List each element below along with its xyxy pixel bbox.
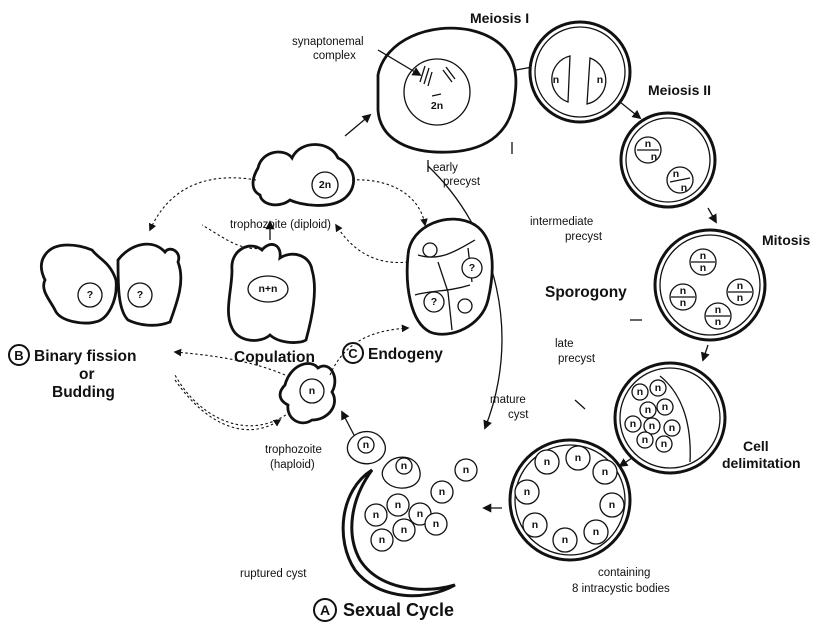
endogeny-cell: ? ? bbox=[407, 219, 492, 334]
meiosis-2-cyst: n n n n bbox=[621, 113, 715, 207]
letter-a-badge: A bbox=[314, 599, 336, 621]
nucleus-n-label: n bbox=[700, 250, 706, 262]
nucleus-n-label: n bbox=[669, 422, 675, 434]
nucleus-n-label: n bbox=[642, 434, 648, 446]
nucleus-unknown-label: ? bbox=[137, 289, 143, 301]
meiosis-1-cyst: n n bbox=[530, 22, 630, 122]
nucleus-unknown-label: ? bbox=[431, 296, 437, 308]
nucleus-n-label: n bbox=[651, 151, 657, 163]
nucleus-n-label: n bbox=[373, 509, 379, 521]
nucleus-n-label: n bbox=[433, 518, 439, 530]
letter-c-badge: C bbox=[343, 343, 363, 363]
meiosis-1-label: Meiosis I bbox=[470, 10, 529, 26]
nucleus-n-label: n bbox=[673, 168, 679, 180]
nucleus-n-label: n bbox=[401, 524, 407, 536]
copulation-label: Copulation bbox=[234, 349, 315, 366]
letter-a-label: A bbox=[320, 602, 330, 618]
nucleus-n-label: n bbox=[680, 285, 686, 297]
nucleus-2n-label: 2n bbox=[319, 179, 331, 191]
letter-b-badge: B bbox=[9, 345, 29, 365]
nucleus-n-label: n bbox=[700, 262, 706, 274]
nucleus-n-label: n bbox=[395, 499, 401, 511]
nucleus-n-label: n bbox=[680, 297, 686, 309]
trophozoite-haploid-label-2: (haploid) bbox=[270, 459, 315, 471]
synaptonemal-complex-label-2: complex bbox=[313, 50, 356, 62]
nucleus-n-label: n bbox=[544, 456, 550, 468]
cell-delimitation-label: Cell bbox=[743, 438, 769, 454]
late-precyst-label-2: precyst bbox=[558, 353, 596, 365]
nucleus-n-label: n bbox=[737, 292, 743, 304]
nucleus-n-label: n bbox=[575, 452, 581, 464]
trophozoite-haploid-label: trophozoite bbox=[265, 444, 322, 456]
synaptonemal-complex-label: synaptonemal bbox=[292, 36, 364, 48]
nucleus-n-label: n bbox=[602, 466, 608, 478]
ruptured-cyst-label: ruptured cyst bbox=[240, 568, 307, 580]
nucleus-n-label: n bbox=[417, 508, 423, 520]
nucleus-n-label: n bbox=[597, 74, 603, 86]
nucleus-n-label: n bbox=[562, 534, 568, 546]
nucleus-n-label: n bbox=[715, 304, 721, 316]
nucleus-n-label: n bbox=[645, 404, 651, 416]
nucleus-n-label: n bbox=[379, 534, 385, 546]
nucleus-n-label: n bbox=[649, 420, 655, 432]
nucleus-n-label: n bbox=[532, 519, 538, 531]
nucleus-unknown-label: ? bbox=[469, 262, 475, 274]
nucleus-n-label: n bbox=[637, 386, 643, 398]
nucleus-n-label: n bbox=[737, 280, 743, 292]
intermediate-precyst-label: intermediate bbox=[530, 216, 593, 228]
nucleus-n-plus-n-label: n+n bbox=[259, 283, 278, 295]
nucleus-n-label: n bbox=[661, 438, 667, 450]
nucleus-n-label: n bbox=[645, 138, 651, 150]
trophozoite-diploid-label: trophozoite (diploid) bbox=[230, 219, 331, 231]
nucleus-n-label: n bbox=[630, 418, 636, 430]
nucleus-n-label: n bbox=[439, 486, 445, 498]
binary-fission-label: Binary fission bbox=[34, 348, 137, 365]
binary-fission-cells: ? ? bbox=[41, 244, 181, 325]
cell-delimitation-cyst: n n n n n n n n n bbox=[615, 363, 725, 473]
nucleus-n-label: n bbox=[662, 401, 668, 413]
nucleus-n-label: n bbox=[309, 385, 315, 397]
mature-cyst-label-2: cyst bbox=[508, 409, 529, 421]
nucleus-n-label: n bbox=[715, 316, 721, 328]
nucleus-n-label: n bbox=[463, 464, 469, 476]
letter-b-label: B bbox=[14, 348, 23, 363]
meiosis-2-label: Meiosis II bbox=[648, 82, 711, 98]
intermediate-precyst-label-2: precyst bbox=[565, 231, 603, 243]
nucleus-n-label: n bbox=[363, 439, 369, 451]
binary-fission-label-2: or bbox=[79, 366, 95, 383]
early-precyst-label: early bbox=[433, 162, 458, 174]
mature-cyst-label: mature bbox=[490, 394, 526, 406]
nucleus-2n-label: 2n bbox=[431, 100, 443, 112]
trophozoite-haploid: n bbox=[280, 363, 335, 422]
early-precyst-label-2: precyst bbox=[443, 176, 481, 188]
nucleus-n-label: n bbox=[681, 182, 687, 194]
nucleus-n-label: n bbox=[401, 460, 407, 472]
late-precyst-label: late bbox=[555, 338, 574, 350]
sexual-cycle-title: Sexual Cycle bbox=[343, 600, 454, 620]
meiosis-prophase-cyst: 2n bbox=[378, 28, 516, 152]
sporogony-label: Sporogony bbox=[545, 284, 627, 301]
nucleus-n-label: n bbox=[553, 74, 559, 86]
mitosis-label: Mitosis bbox=[762, 232, 810, 248]
nucleus-n-label: n bbox=[524, 486, 530, 498]
mitosis-cyst: n n n n n n n n bbox=[655, 230, 765, 340]
nucleus-n-label: n bbox=[593, 526, 599, 538]
trophozoite-diploid: 2n bbox=[253, 145, 354, 206]
copulation-cells: n+n bbox=[228, 244, 314, 342]
endogeny-label: Endogeny bbox=[368, 346, 443, 363]
binary-fission-label-3: Budding bbox=[52, 384, 115, 401]
cell-delimitation-label-2: delimitation bbox=[722, 455, 801, 471]
nucleus-n-label: n bbox=[655, 382, 661, 394]
letter-c-label: C bbox=[348, 346, 358, 361]
nucleus-unknown-label: ? bbox=[87, 289, 93, 301]
containing-label-2: 8 intracystic bodies bbox=[572, 583, 670, 595]
containing-label: containing bbox=[598, 567, 650, 579]
mature-cyst-8-bodies: n n n n n n n n bbox=[510, 440, 630, 560]
nucleus-n-label: n bbox=[609, 499, 615, 511]
released-trophozoites: n n bbox=[347, 432, 420, 489]
